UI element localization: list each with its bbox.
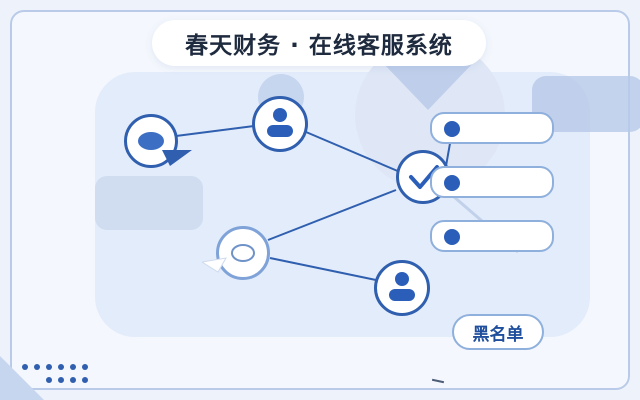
speech-node xyxy=(216,226,270,280)
decor-rect-left xyxy=(95,176,203,230)
speech-bubble-icon xyxy=(231,244,255,262)
decor-corner xyxy=(0,356,44,400)
title-banner: 春天财务 · 在线客服系统 xyxy=(152,20,486,66)
list-item xyxy=(430,112,554,144)
link-user1-check xyxy=(305,131,401,173)
link-speech-user2 xyxy=(269,257,377,281)
blacklist-label: 黑名单 xyxy=(472,324,524,345)
link-chat-user1 xyxy=(175,125,255,137)
blacklist-button[interactable]: 黑名单 xyxy=(452,314,544,350)
bullet-icon xyxy=(444,121,460,137)
chat-tail-icon xyxy=(162,150,192,166)
list-item xyxy=(430,166,554,198)
link-speech-check xyxy=(267,189,397,241)
user-icon xyxy=(389,272,415,301)
page-title: 春天财务 · 在线客服系统 xyxy=(185,33,453,59)
user-icon xyxy=(267,108,293,137)
bullet-icon xyxy=(444,175,460,191)
user-node-top xyxy=(252,96,308,152)
decor-dots xyxy=(22,364,102,386)
user-node-bottom xyxy=(374,260,430,316)
list-item xyxy=(430,220,554,252)
chat-bubble-icon xyxy=(138,132,164,150)
bullet-icon xyxy=(444,229,460,245)
decor-triangle xyxy=(382,62,474,110)
speech-tail-icon xyxy=(202,257,227,273)
